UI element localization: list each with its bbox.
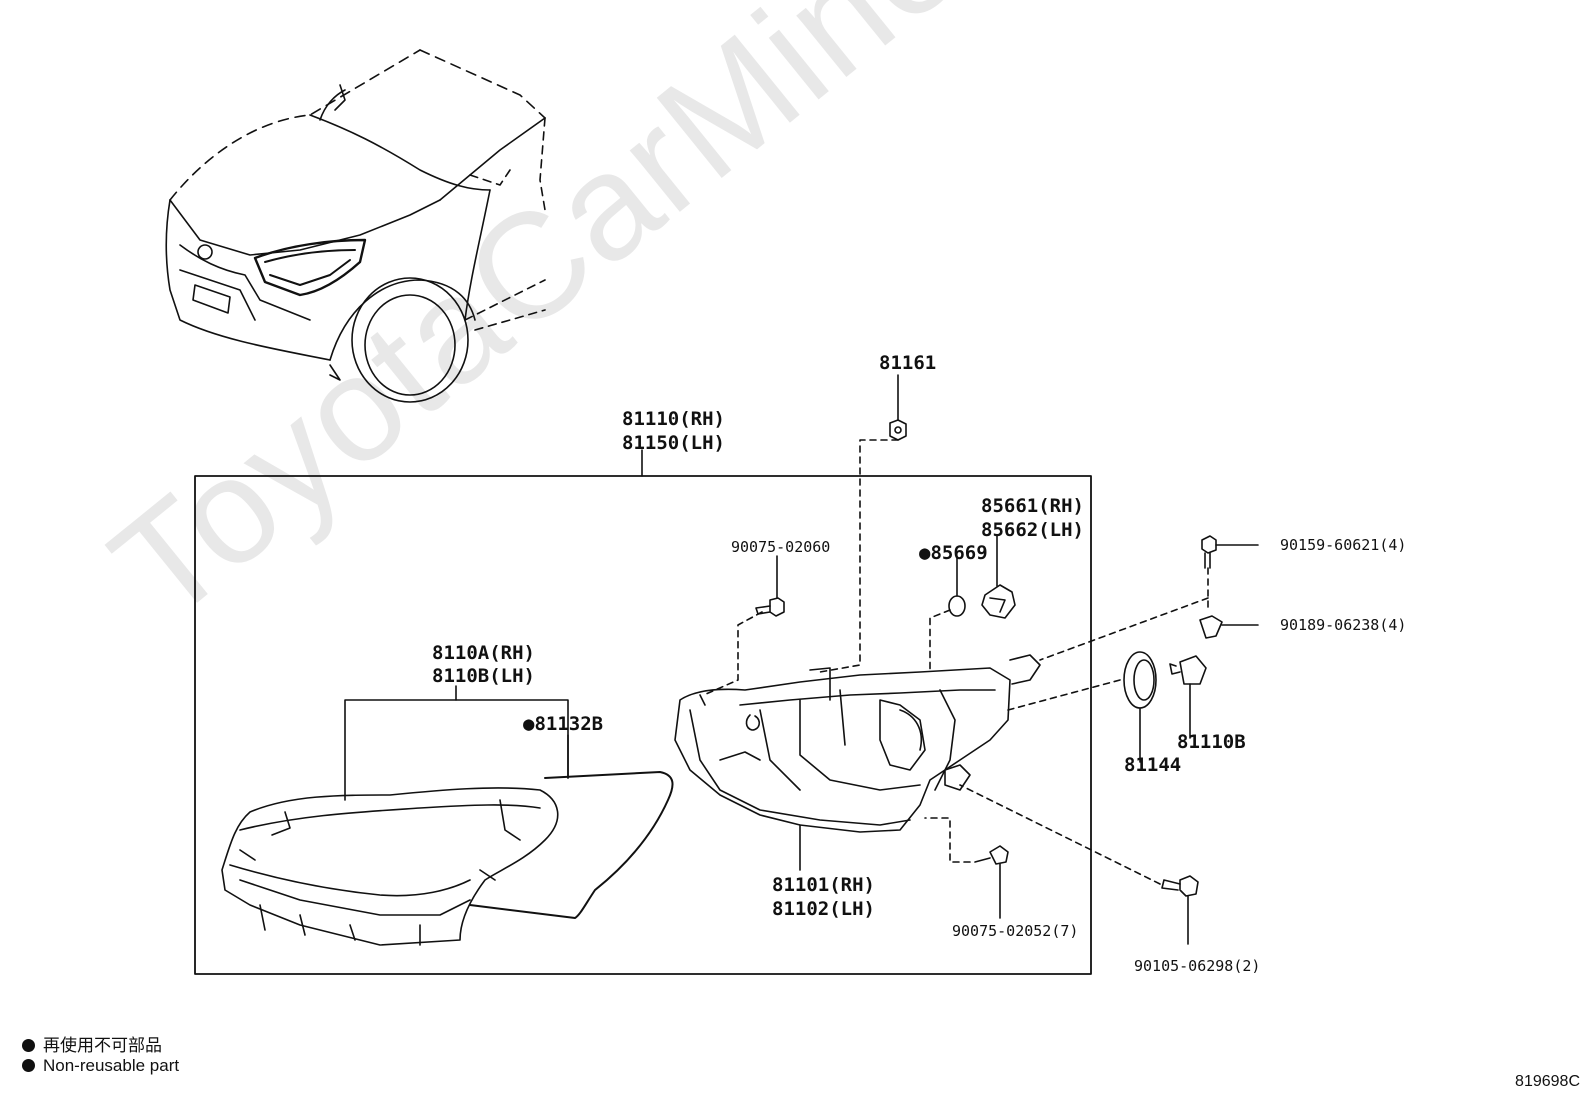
socket-85661-drawing [981,584,1016,619]
legend-jp-text: 再使用不可部品 [43,1036,162,1055]
assembly-box [194,475,1092,975]
label-8110A-rh: 8110A(RH) [432,642,535,664]
label-81132B-text: 81132B [534,713,604,735]
legend-en-text: Non-reusable part [43,1056,180,1075]
non-reusable-mark-icon: ● [523,713,535,735]
reference-code: 819698C [1515,1073,1580,1090]
legend-jp: 再使用不可部品 [22,1031,162,1056]
label-90075-02060: 90075-02060 [731,538,831,556]
label-90189-06238: 90189-06238(4) [1280,616,1407,634]
non-reusable-mark-icon: ● [919,542,931,564]
label-90075-02052: 90075-02052(7) [952,922,1079,940]
cap-81144-drawing [1123,651,1157,709]
legend-en: Non-reusable part [22,1056,179,1076]
bullet-icon [22,1059,35,1072]
label-81110B: 81110B [1177,731,1246,753]
label-81150-lh: 81150(LH) [622,432,725,454]
bolt-90105-drawing [1161,875,1199,897]
label-90159-60621: 90159-60621(4) [1280,536,1407,554]
label-81132B: ●81132B [523,712,603,736]
label-81144: 81144 [1124,754,1182,776]
label-8110B-lh: 8110B(LH) [432,665,535,687]
bolt-90159-drawing [1201,535,1217,569]
label-81101-rh: 81101(RH) [772,874,875,896]
label-81102-lh: 81102(LH) [772,898,875,920]
label-81110-rh: 81110(RH) [622,408,725,430]
vehicle-sketch [165,49,546,403]
screw-02060-drawing [755,597,785,617]
bulb-81110B-drawing [1169,655,1207,685]
label-85662-lh: 85662(LH) [981,519,1084,541]
lens-cover-drawing [221,771,674,946]
label-85669-text: 85669 [930,542,988,564]
label-81161: 81161 [879,352,937,374]
housing-drawing [674,654,1041,833]
clip-90189-drawing [1199,615,1223,639]
screw-02052-drawing [974,845,1009,865]
label-85669: ●85669 [919,541,988,565]
label-90105-06298: 90105-06298(2) [1134,957,1261,975]
nut-81161-drawing [889,419,907,441]
label-85661-rh: 85661(RH) [981,495,1084,517]
bullet-icon [22,1039,35,1052]
